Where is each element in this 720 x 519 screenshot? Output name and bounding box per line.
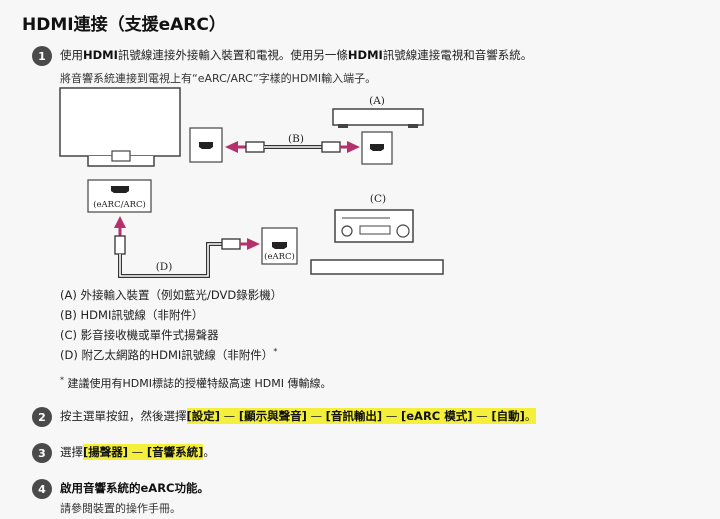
cable-d-arrow-up	[114, 216, 126, 228]
tv-side-hdmi-port-box	[189, 127, 223, 163]
cable-b-connector-left	[245, 141, 265, 153]
cable-d-wire-inner	[119, 243, 222, 277]
step-number-badge: 1	[32, 46, 52, 66]
label-b: (B)	[288, 133, 304, 145]
menu-audio-system: [音響系統]	[146, 445, 204, 459]
footnote-mark: *	[60, 375, 64, 385]
menu-audio-output: [音訊輸出]	[325, 409, 383, 423]
page-title: HDMI連接（支援eARC）	[22, 15, 226, 35]
cable-b-arrow-left	[225, 141, 238, 153]
step-4-text: 啟用音響系統的eARC功能。	[60, 481, 209, 495]
av-receiver-knob-left	[341, 225, 353, 237]
legend-item-c: (C) 影音接收機或單件式揚聲器	[60, 328, 219, 342]
menu-speakers: [揚聲器]	[83, 444, 129, 460]
label-c: (C)	[370, 193, 386, 205]
tv-stand-neck	[111, 150, 131, 162]
tv-hdmi-port-box	[87, 179, 152, 213]
av-receiver-knob-right	[396, 224, 410, 238]
hdmi-port-icon	[199, 142, 213, 149]
tv-screen	[59, 87, 181, 157]
legend-item-a: (A) 外接輸入裝置（例如藍光/DVD錄影機）	[60, 288, 283, 302]
label-d: (D)	[156, 261, 173, 273]
step-2: 2 按主選單按鈕，然後選擇[設定] — [顯示與聲音] — [音訊輸出] — […	[32, 407, 537, 427]
menu-display-sound: [顯示與聲音]	[238, 409, 307, 423]
step-2-text: 按主選單按鈕，然後選擇[設定] — [顯示與聲音] — [音訊輸出] — [eA…	[60, 408, 537, 424]
menu-earc-mode: [eARC 模式]	[400, 409, 473, 423]
audio-port-label: (eARC)	[264, 251, 295, 262]
hdmi-port-icon	[272, 242, 287, 249]
step-number-badge: 3	[32, 443, 52, 463]
device-a-foot-left	[338, 124, 348, 128]
menu-settings: [設定]	[186, 409, 221, 423]
tv-port-label: (eARC/ARC)	[93, 199, 146, 210]
step-number-badge: 2	[32, 407, 52, 427]
device-a-foot-right	[408, 124, 418, 128]
step-1-text: 使用HDMI訊號線連接外接輸入裝置和電視。使用另一條HDMI訊號線連接電視和音響…	[60, 48, 533, 62]
legend-item-b: (B) HDMI訊號線（非附件）	[60, 308, 204, 322]
step-4-subtext: 請參閱裝置的操作手冊。	[60, 502, 181, 515]
cable-d-connector-tv	[114, 235, 126, 255]
legend-item-d: (D) 附乙太網路的HDMI訊號線（非附件）*	[60, 347, 278, 362]
step-number-badge: 4	[32, 479, 52, 499]
cable-d-arrow-right	[247, 238, 260, 250]
hdmi-port-icon	[370, 144, 384, 151]
step-1-subtext: 將音響系統連接到電視上有“eARC/ARC”字樣的HDMI輸入端子。	[60, 72, 377, 85]
legend-footnote-mark: *	[273, 347, 278, 357]
step-4: 4 啟用音響系統的eARC功能。	[32, 479, 209, 499]
cable-b-arrow-right	[347, 141, 360, 153]
label-a: (A)	[369, 95, 385, 107]
cable-d-connector-audio	[221, 238, 241, 250]
menu-auto: [自動]	[491, 409, 525, 423]
step-3-text: 選擇[揚聲器] — [音響系統]。	[60, 444, 215, 460]
hdmi-port-icon	[111, 186, 129, 193]
cable-b-connector-right	[321, 141, 341, 153]
connection-diagram: (eARC/ARC) (A) (B) (C) (eARC) (D)	[59, 87, 444, 278]
step-3: 3 選擇[揚聲器] — [音響系統]。	[32, 443, 215, 463]
footnote: * 建議使用有HDMI標誌的授權特級高速 HDMI 傳輸線。	[60, 375, 332, 390]
device-a	[332, 108, 424, 126]
step-1: 1 使用HDMI訊號線連接外接輸入裝置和電視。使用另一條HDMI訊號線連接電視和…	[32, 46, 532, 66]
soundbar	[310, 259, 444, 275]
av-receiver-display	[359, 225, 391, 235]
